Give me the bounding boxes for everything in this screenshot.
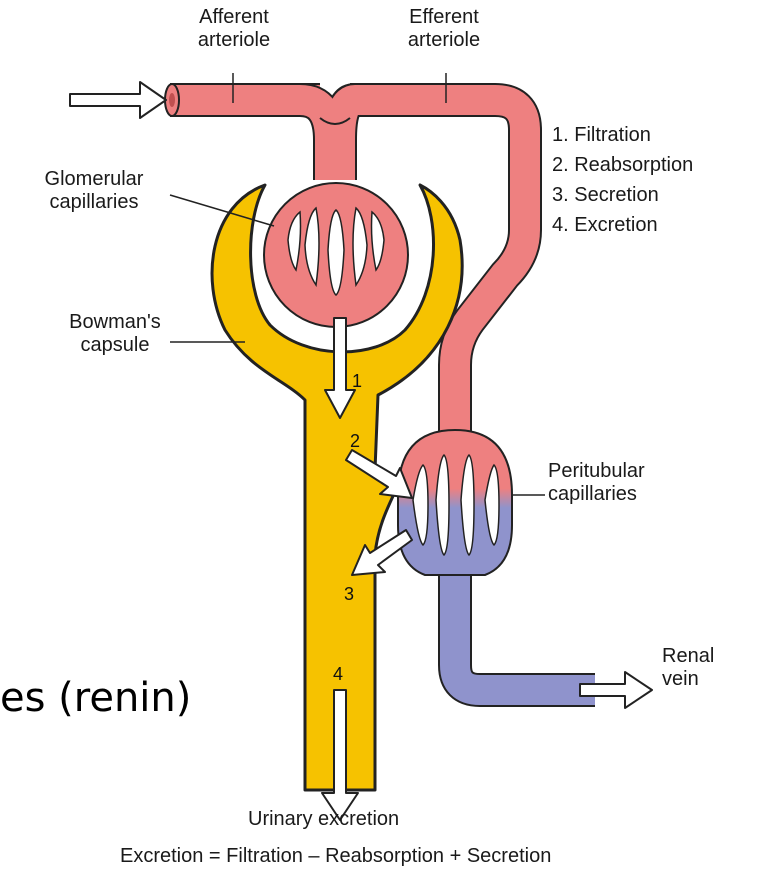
excretion-equation: Excretion = Filtration – Reabsorption + … <box>120 845 551 868</box>
peritubular-label-line2: capillaries <box>548 483 645 506</box>
peritubular-capillaries-label: Peritubular capillaries <box>548 460 645 506</box>
process-item-4: 4. Excretion <box>552 210 693 240</box>
process-item-3: 3. Secretion <box>552 180 693 210</box>
peritubular-label-line1: Peritubular <box>548 460 645 483</box>
renal-vein-label-line2: vein <box>662 668 714 691</box>
glomerular-label-line2: capillaries <box>14 191 174 214</box>
process-list: 1. Filtration 2. Reabsorption 3. Secreti… <box>552 120 693 240</box>
afferent-arteriole-label: Afferent arteriole <box>187 6 281 52</box>
process-item-1: 1. Filtration <box>552 120 693 150</box>
bowmans-label-line1: Bowman's <box>60 311 170 334</box>
afferent-label-line2: arteriole <box>187 29 281 52</box>
blood-inflow-arrow <box>70 82 166 118</box>
glomerular-capillaries <box>264 183 408 327</box>
bowmans-label-line2: capsule <box>60 334 170 357</box>
peritubular-capillaries <box>398 430 512 575</box>
background-slide-text: es (renin) <box>0 675 191 721</box>
step-number-3: 3 <box>344 584 354 604</box>
glomerular-label-line1: Glomerular <box>14 168 174 191</box>
step-number-1: 1 <box>352 371 362 391</box>
afferent-label-line1: Afferent <box>187 6 281 29</box>
step-number-4: 4 <box>333 664 343 684</box>
efferent-arteriole-label: Efferent arteriole <box>397 6 491 52</box>
renal-vein-label-line1: Renal <box>662 645 714 668</box>
glomerular-capillaries-label: Glomerular capillaries <box>14 168 174 214</box>
renal-vein-vessel <box>455 560 595 690</box>
urinary-excretion-label: Urinary excretion <box>248 808 399 831</box>
efferent-label-line1: Efferent <box>397 6 491 29</box>
step-number-2: 2 <box>350 431 360 451</box>
bowmans-capsule-label: Bowman's capsule <box>60 311 170 357</box>
process-item-2: 2. Reabsorption <box>552 150 693 180</box>
renal-vein-label: Renal vein <box>662 645 714 691</box>
efferent-label-line2: arteriole <box>397 29 491 52</box>
